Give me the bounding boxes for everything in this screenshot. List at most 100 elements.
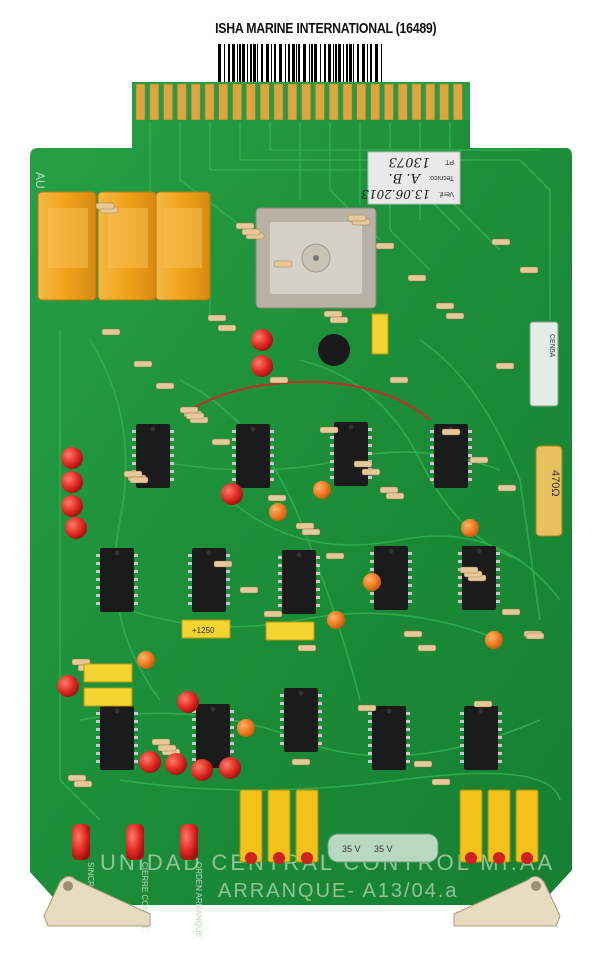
resistor xyxy=(353,460,373,468)
resistor xyxy=(155,382,175,390)
red-bead xyxy=(219,757,241,779)
resistor xyxy=(217,324,237,332)
resistor xyxy=(319,426,339,434)
resistor xyxy=(495,362,515,370)
board-title-line1: UNIDAD CENTRAL CONTROL MI.AA xyxy=(100,850,555,875)
electrolytic-cap-label: 35 V xyxy=(374,844,393,854)
orange-components xyxy=(137,481,503,737)
ic-chip xyxy=(100,706,134,770)
label-title: ISHA MARINE INTERNATIONAL (16489) xyxy=(215,20,437,37)
ic-chip xyxy=(136,424,170,488)
red-bead xyxy=(251,355,273,377)
resistor xyxy=(469,456,489,464)
indicator-leds: SINCRON CIERRE CONMUT. ORDEN ARRANQUE xyxy=(72,824,203,938)
resistor xyxy=(361,468,381,476)
tantalum-cap-3 xyxy=(83,663,133,683)
red-bead xyxy=(57,675,79,697)
electrolytic-cap: 35 V 35 V xyxy=(327,833,439,863)
trimmer xyxy=(459,789,483,863)
tantalum-cap-1 xyxy=(181,619,231,639)
resistor xyxy=(325,552,345,560)
led-label-sincron: SINCRON xyxy=(86,862,95,899)
resistor xyxy=(375,242,395,250)
led-cierre xyxy=(126,824,144,860)
jumper-wire xyxy=(189,380,431,421)
resistors xyxy=(67,202,549,788)
resistor xyxy=(295,522,315,530)
ic-chip xyxy=(434,424,468,488)
fuse: CEN5A xyxy=(529,321,559,407)
red-bead xyxy=(191,759,213,781)
resistor xyxy=(323,310,343,318)
trimmer xyxy=(267,789,291,863)
resistor xyxy=(185,412,205,420)
orange-bead xyxy=(137,651,155,669)
resistor xyxy=(301,528,321,536)
led-sincron xyxy=(72,824,90,860)
ic-chip xyxy=(282,550,316,614)
resistor xyxy=(445,312,465,320)
verif-date: 13.06.2013 xyxy=(361,187,430,201)
red-bead xyxy=(251,329,273,351)
resistor xyxy=(459,566,479,574)
ic-chip xyxy=(196,704,230,768)
resistor xyxy=(213,560,233,568)
led-label-orden: ORDEN ARRANQUE xyxy=(194,862,203,938)
tantalum-cap-4 xyxy=(83,687,133,707)
resistor xyxy=(329,316,349,324)
orange-bead xyxy=(237,719,255,737)
resistor xyxy=(497,484,517,492)
barcode-graphic xyxy=(218,44,382,84)
resistor xyxy=(207,314,227,322)
resistor xyxy=(123,470,143,478)
led-label-cierre: CIERRE CONMUT. xyxy=(140,862,149,931)
resistor xyxy=(347,214,367,222)
ic-chip xyxy=(464,706,498,770)
resistor xyxy=(407,274,427,282)
ic-chip xyxy=(334,422,368,486)
resistor xyxy=(431,778,451,786)
trimmer-potentiometers xyxy=(239,789,539,864)
red-bead xyxy=(61,471,83,493)
red-bead xyxy=(61,495,83,517)
resistor xyxy=(413,760,433,768)
integrated-circuits xyxy=(96,422,502,770)
resistor xyxy=(235,222,255,230)
resistor xyxy=(525,632,545,640)
ic-chip xyxy=(284,688,318,752)
resistor xyxy=(491,238,511,246)
resistor xyxy=(435,302,455,310)
orange-bead xyxy=(327,611,345,629)
power-transistor xyxy=(318,334,350,366)
resistor xyxy=(403,630,423,638)
led-orden xyxy=(180,824,198,860)
fuse-label: CEN5A xyxy=(548,334,555,358)
resistor xyxy=(95,202,115,210)
corner-mark: AU xyxy=(33,172,47,189)
resistor xyxy=(389,376,409,384)
resistor xyxy=(239,586,259,594)
resistor xyxy=(263,610,283,618)
red-bead xyxy=(65,517,87,539)
red-bead xyxy=(139,751,161,773)
ic-chip xyxy=(374,546,408,610)
ic-chip xyxy=(100,548,134,612)
ic-chip xyxy=(236,424,270,488)
pcb-body xyxy=(30,120,572,905)
resistor xyxy=(519,266,539,274)
resistor xyxy=(273,260,293,268)
resistor xyxy=(73,780,93,788)
orange-bead xyxy=(313,481,331,499)
resistor xyxy=(297,644,317,652)
large-resistor: 470Ω xyxy=(535,445,563,537)
tantalum-cap-2 xyxy=(265,621,315,641)
resistor xyxy=(67,774,87,782)
trimmer xyxy=(239,789,263,863)
resistor xyxy=(133,360,153,368)
trimmer xyxy=(515,789,539,863)
pt-number: 13073 xyxy=(389,154,430,169)
resistor xyxy=(151,738,171,746)
tecnico-label: Tecnico: xyxy=(428,174,454,181)
board-title-line2: ARRANQUE- A13/04.a xyxy=(218,880,459,902)
